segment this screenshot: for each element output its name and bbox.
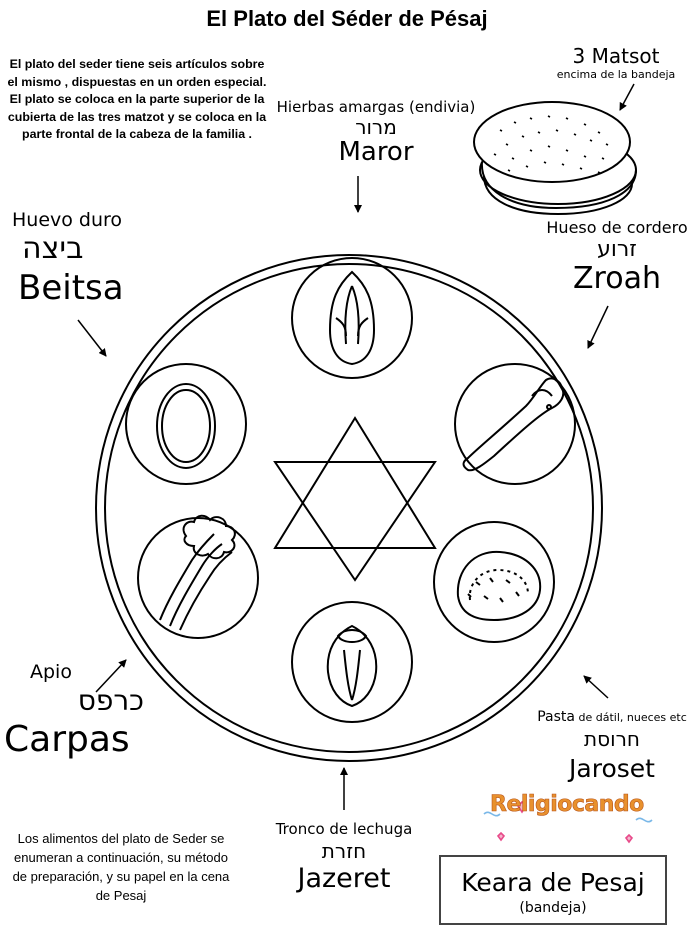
religiocando-logo: Religiocando xyxy=(490,792,645,818)
carpas-hebrew: כרפס xyxy=(77,684,144,717)
beitsa-egg-icon xyxy=(125,363,247,485)
beitsa-spanish: Huevo duro xyxy=(12,209,123,231)
arrow-zroah xyxy=(587,305,609,349)
keara-subtitle: (bandeja) xyxy=(519,900,587,916)
matsot-icon xyxy=(473,101,637,216)
jazeret-hebrew: חזרת xyxy=(321,839,367,863)
carpas-spanish: Apio xyxy=(30,661,72,683)
zroah-bone-icon xyxy=(454,363,576,485)
jazeret-label: Tronco de lechuga חזרת Jazeret xyxy=(258,820,430,894)
carpas-label: Apio כרפס Carpas xyxy=(4,661,144,761)
beitsa-label: Huevo duro ביצה Beitsa xyxy=(12,209,142,309)
arrow-matsot xyxy=(619,83,635,111)
arrow-beitsa xyxy=(77,319,107,357)
carpas-name: Carpas xyxy=(4,719,130,760)
matsot-title: 3 Matsot xyxy=(572,44,660,68)
arrow-carpas xyxy=(95,659,127,693)
zroah-hebrew: זרוע xyxy=(597,237,637,262)
zroah-spanish: Hueso de cordero xyxy=(546,218,688,237)
jazeret-name: Jazeret xyxy=(297,863,391,894)
beitsa-name: Beitsa xyxy=(18,268,124,308)
star-of-david-icon xyxy=(273,416,437,582)
zroah-label: Hueso de cordero זרוע Zroah xyxy=(542,218,692,295)
jaroset-spanish-main: Pasta xyxy=(537,709,575,725)
logo-decoration xyxy=(483,800,653,844)
maror-spanish: Hierbas amargas (endivia) xyxy=(276,98,476,116)
jaroset-label: Pasta de dátil, nueces etc חרוסת Jaroset xyxy=(530,706,694,785)
maror-endive-icon xyxy=(291,257,413,379)
plate-inner-rim xyxy=(104,263,594,753)
jaroset-hebrew: חרוסת xyxy=(584,727,640,751)
jazeret-spanish: Tronco de lechuga xyxy=(275,820,413,838)
jaroset-name: Jaroset xyxy=(569,754,655,783)
jaroset-paste-icon xyxy=(433,521,555,643)
keara-title: Keara de Pesaj xyxy=(461,868,645,897)
zroah-name: Zroah xyxy=(573,261,661,296)
intro-text: El plato del seder tiene seis artículos … xyxy=(7,57,267,142)
maror-label: Hierbas amargas (endivia) מרור Maror xyxy=(276,98,476,166)
outro-text: Los alimentos del plato de Seder se enum… xyxy=(12,831,230,903)
matsot-subtitle: encima de la bandeja xyxy=(556,68,676,81)
plate-outer-rim xyxy=(95,254,603,762)
maror-name: Maror xyxy=(338,137,414,167)
keara-box: Keara de Pesaj (bandeja) xyxy=(439,855,667,925)
maror-hebrew: מרור xyxy=(355,115,397,139)
matsot-label: 3 Matsot encima de la bandeja xyxy=(556,44,676,81)
beitsa-hebrew: ביצה xyxy=(22,231,84,266)
carpas-celery-icon xyxy=(137,514,259,639)
jazeret-lettuce-icon xyxy=(291,601,413,723)
arrow-jaroset xyxy=(583,675,609,699)
page-title: El Plato del Séder de Pésaj xyxy=(206,6,488,31)
jaroset-spanish-rest: de dátil, nueces etc xyxy=(574,711,687,724)
